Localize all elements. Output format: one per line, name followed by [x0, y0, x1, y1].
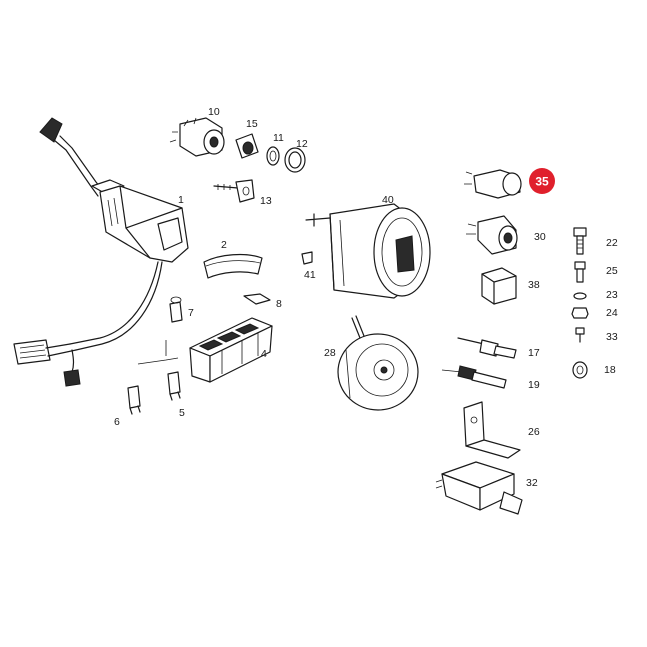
part-12-bezel-nut[interactable] [284, 147, 306, 173]
label-32: 32 [526, 477, 538, 489]
label-35: 35 [535, 175, 549, 189]
label-5: 5 [179, 407, 185, 419]
part-26-bracket[interactable] [463, 401, 521, 459]
part-2-cover-shell[interactable] [203, 253, 263, 279]
label-33: 33 [606, 331, 618, 343]
highlight-callout-35[interactable]: 35 [529, 168, 555, 194]
part-24-nut[interactable] [571, 307, 589, 319]
part-17-sender[interactable] [457, 337, 517, 359]
label-7: 7 [188, 307, 194, 319]
label-26: 26 [528, 426, 540, 438]
part-22-bolt[interactable] [573, 227, 587, 255]
label-17: 17 [528, 347, 540, 359]
part-35-switch[interactable] [464, 169, 522, 199]
label-13: 13 [260, 195, 272, 207]
label-6: 6 [114, 416, 120, 428]
label-24: 24 [606, 307, 618, 319]
label-10: 10 [208, 106, 220, 118]
part-38-relay[interactable] [481, 267, 517, 305]
part-1-combination-switch[interactable] [13, 117, 189, 387]
label-2: 2 [221, 239, 227, 251]
label-25: 25 [606, 265, 618, 277]
part-5-bulb[interactable] [167, 371, 181, 401]
part-15-lock-cylinder[interactable] [235, 133, 259, 159]
part-7-bulb[interactable] [169, 296, 183, 323]
label-38: 38 [528, 279, 540, 291]
part-28-horn[interactable] [337, 315, 419, 411]
part-40-motor[interactable] [305, 203, 431, 299]
part-4-switch-panel[interactable] [189, 317, 273, 383]
part-41-small-bulb[interactable] [301, 251, 313, 265]
label-12: 12 [296, 138, 308, 150]
label-15: 15 [246, 118, 258, 130]
part-19-sensor[interactable] [441, 365, 507, 389]
part-11-ring[interactable] [266, 146, 280, 166]
part-33-screw[interactable] [575, 327, 585, 343]
part-6-bulb[interactable] [127, 385, 141, 415]
label-28: 28 [324, 347, 336, 359]
label-4: 4 [261, 348, 267, 360]
part-32-control-unit[interactable] [435, 461, 523, 515]
part-23-washer[interactable] [573, 292, 587, 300]
label-1: 1 [178, 194, 184, 206]
label-11: 11 [273, 132, 284, 144]
label-18: 18 [604, 364, 616, 376]
label-40: 40 [382, 194, 394, 206]
label-41: 41 [304, 269, 316, 281]
part-8-switch-cap[interactable] [243, 293, 271, 305]
part-30-rotary-switch[interactable] [466, 215, 518, 255]
part-25-bolt[interactable] [574, 261, 586, 283]
bracket-line [137, 340, 179, 365]
label-30: 30 [534, 231, 546, 243]
label-8: 8 [276, 298, 282, 310]
part-10-ignition-lock[interactable] [169, 117, 225, 157]
label-22: 22 [606, 237, 618, 249]
label-23: 23 [606, 289, 618, 301]
label-19: 19 [528, 379, 540, 391]
part-18-grommet[interactable] [572, 361, 588, 379]
callout-circle [529, 168, 555, 194]
part-13-key[interactable] [213, 179, 255, 203]
